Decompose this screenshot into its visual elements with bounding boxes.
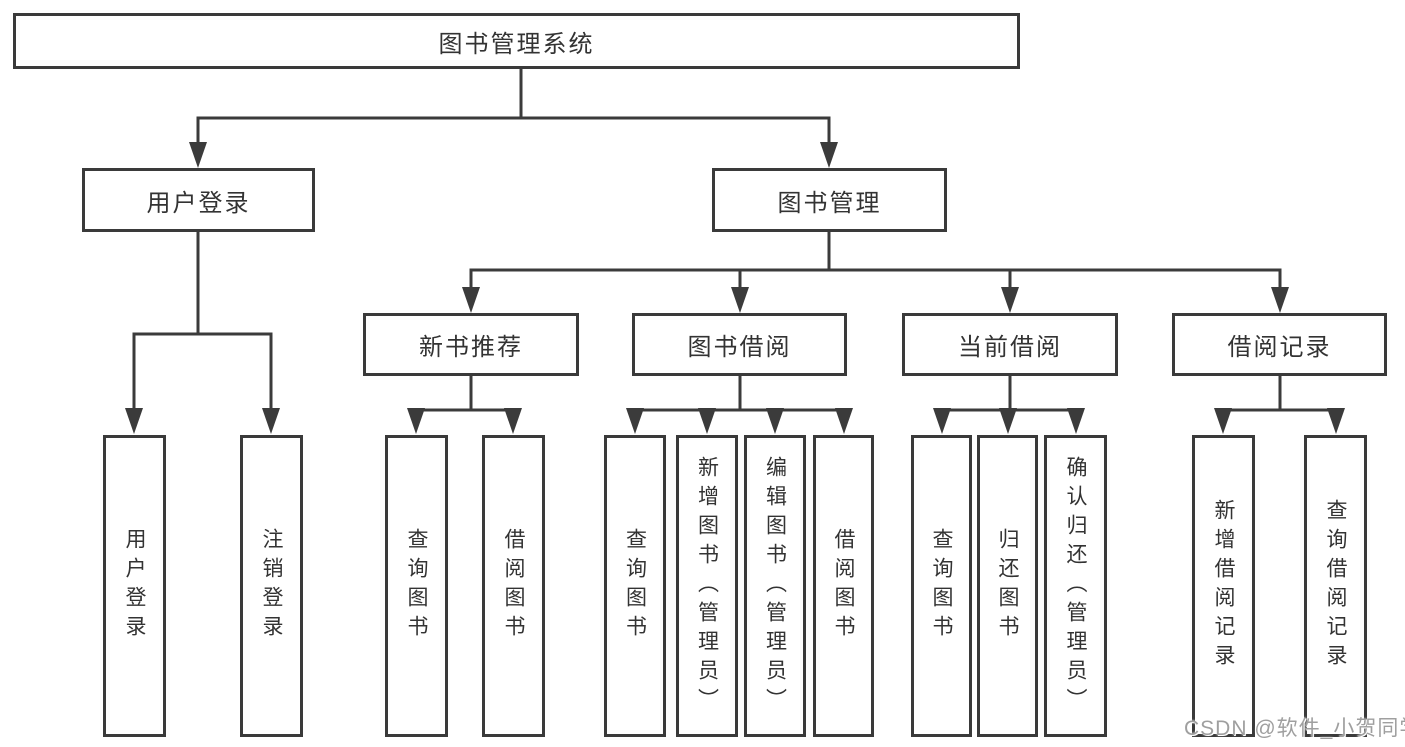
node-book-management: 图书管理 — [712, 168, 947, 232]
node-current-borrowing: 当前借阅 — [902, 313, 1118, 376]
leaf-add-books-admin: 新增图书（管理员） — [676, 435, 738, 737]
leaf-query-borrow-record: 查询借阅记录 — [1304, 435, 1367, 737]
leaf-confirm-return-admin: 确认归还（管理员） — [1044, 435, 1107, 737]
leaf-query-books-current: 查询图书 — [911, 435, 972, 737]
leaf-user-login: 用户登录 — [103, 435, 166, 737]
watermark-text: CSDN @软件_小贺同学 — [1184, 717, 1405, 740]
leaf-return-books: 归还图书 — [977, 435, 1038, 737]
node-new-book-recommendation: 新书推荐 — [363, 313, 579, 376]
leaf-borrow-books: 借阅图书 — [813, 435, 874, 737]
node-book-borrowing: 图书借阅 — [632, 313, 847, 376]
leaf-logout-login: 注销登录 — [240, 435, 303, 737]
node-library-management-system: 图书管理系统 — [13, 13, 1020, 69]
leaf-borrow-books-recommend: 借阅图书 — [482, 435, 545, 737]
node-user-login: 用户登录 — [82, 168, 315, 232]
node-borrowing-records: 借阅记录 — [1172, 313, 1387, 376]
leaf-edit-books-admin: 编辑图书（管理员） — [744, 435, 806, 737]
leaf-query-books-recommend: 查询图书 — [385, 435, 448, 737]
leaf-add-borrow-record: 新增借阅记录 — [1192, 435, 1255, 737]
leaf-query-books-borrowing: 查询图书 — [604, 435, 666, 737]
